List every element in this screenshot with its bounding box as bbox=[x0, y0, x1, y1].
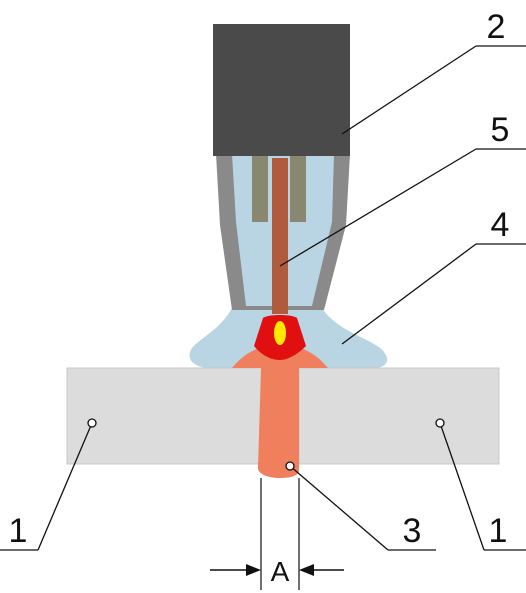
callout-label-3: 3 bbox=[403, 512, 422, 550]
callout-label-2: 2 bbox=[487, 8, 506, 46]
workpiece-plate-right bbox=[298, 367, 500, 465]
torch-body bbox=[213, 24, 350, 156]
weld-metal bbox=[232, 344, 328, 478]
dimension-arrow-left-head bbox=[246, 564, 261, 576]
callout-label-1-left: 1 bbox=[9, 512, 28, 550]
leader-line-5 bbox=[279, 148, 477, 267]
callout-label-5: 5 bbox=[491, 111, 510, 149]
leader-point-3 bbox=[285, 461, 295, 471]
workpiece-plate-left bbox=[66, 367, 264, 465]
leader-line-1-left bbox=[37, 422, 93, 551]
callout-label-1-right: 1 bbox=[489, 512, 508, 550]
leader-point-1-left bbox=[87, 418, 97, 428]
leader-line-1-right bbox=[439, 422, 485, 551]
electrode-wire bbox=[272, 158, 288, 314]
leader-point-1-right bbox=[435, 418, 445, 428]
leader-line-3 bbox=[289, 465, 389, 551]
leader-line-2 bbox=[341, 45, 477, 135]
dimension-arrow-right-head bbox=[299, 564, 314, 576]
dimension-label-a: A bbox=[271, 556, 290, 587]
arc-core bbox=[274, 321, 286, 345]
callout-label-4: 4 bbox=[491, 206, 510, 244]
leader-line-4 bbox=[341, 243, 477, 345]
